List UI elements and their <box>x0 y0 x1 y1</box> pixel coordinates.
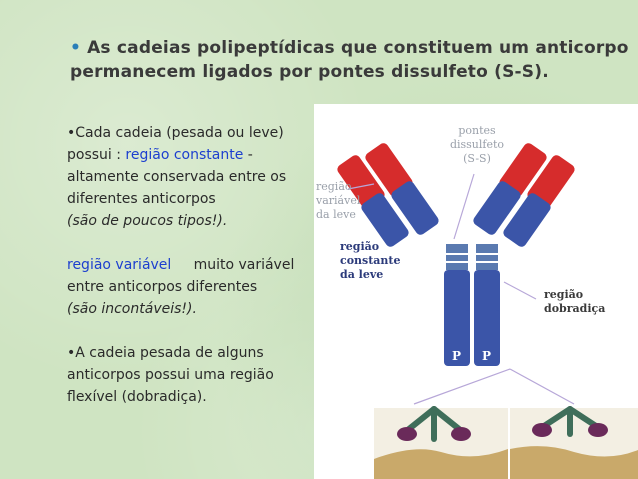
slide-heading: •As cadeias polipeptídicas que constitue… <box>70 36 630 84</box>
label-regiao-constante: região constante da leve <box>340 240 401 281</box>
antibody-figure: pontes dissulfeto (S-S) região variável … <box>314 104 638 479</box>
left-heavy-chain-arm <box>365 143 439 235</box>
heavy-chain-stem <box>444 270 500 366</box>
heading-text: As cadeias polipeptídicas que constituem… <box>70 38 629 82</box>
spacer <box>67 320 327 342</box>
antibody-diagram <box>337 143 638 479</box>
label-regiao-variavel: região variável da leve <box>316 180 361 221</box>
left-light-chain <box>337 155 409 247</box>
right-light-chain <box>503 155 575 247</box>
paragraph-hinge: •A cadeia pesada de alguns anticorpos po… <box>67 342 327 408</box>
letter-l-left: L <box>417 246 426 260</box>
membrane-panels <box>374 406 638 479</box>
term-regiao-variavel: região variável <box>67 257 172 273</box>
p1-note: (são de poucos tipos!). <box>67 213 228 229</box>
p2-note: (são incontáveis!). <box>67 301 197 317</box>
spacer <box>67 232 327 254</box>
letter-p-right: P <box>482 349 492 363</box>
pointer-lines <box>347 173 575 405</box>
p2-rest: muito variável entre anticorpos diferent… <box>67 257 299 295</box>
paragraph-variable: região variável muito variável entre ant… <box>67 254 327 298</box>
right-heavy-chain-arm <box>473 143 547 235</box>
label-pontes-dissulfeto: pontes dissulfeto (S-S) <box>449 124 505 165</box>
p3-text: •A cadeia pesada de alguns anticorpos po… <box>67 345 274 405</box>
hinge-region <box>446 244 498 270</box>
letter-l-right: L <box>519 246 528 260</box>
p1-intro: •Cada cadeia (pesada ou leve) possui : <box>67 125 284 163</box>
paragraph-constant-note: (são de poucos tipos!). <box>67 210 327 232</box>
paragraph-variable-note: (são incontáveis!). <box>67 298 327 320</box>
p1-rest: - altamente conservada entre os diferent… <box>67 147 287 207</box>
explanation-text: •Cada cadeia (pesada ou leve) possui : r… <box>67 122 327 408</box>
bullet: • <box>70 38 82 58</box>
term-regiao-constante: região constante <box>125 147 244 163</box>
label-regiao-dobradica: região dobradiça <box>544 288 606 315</box>
letter-p-left: P <box>452 349 462 363</box>
paragraph-constant: •Cada cadeia (pesada ou leve) possui : r… <box>67 122 327 210</box>
